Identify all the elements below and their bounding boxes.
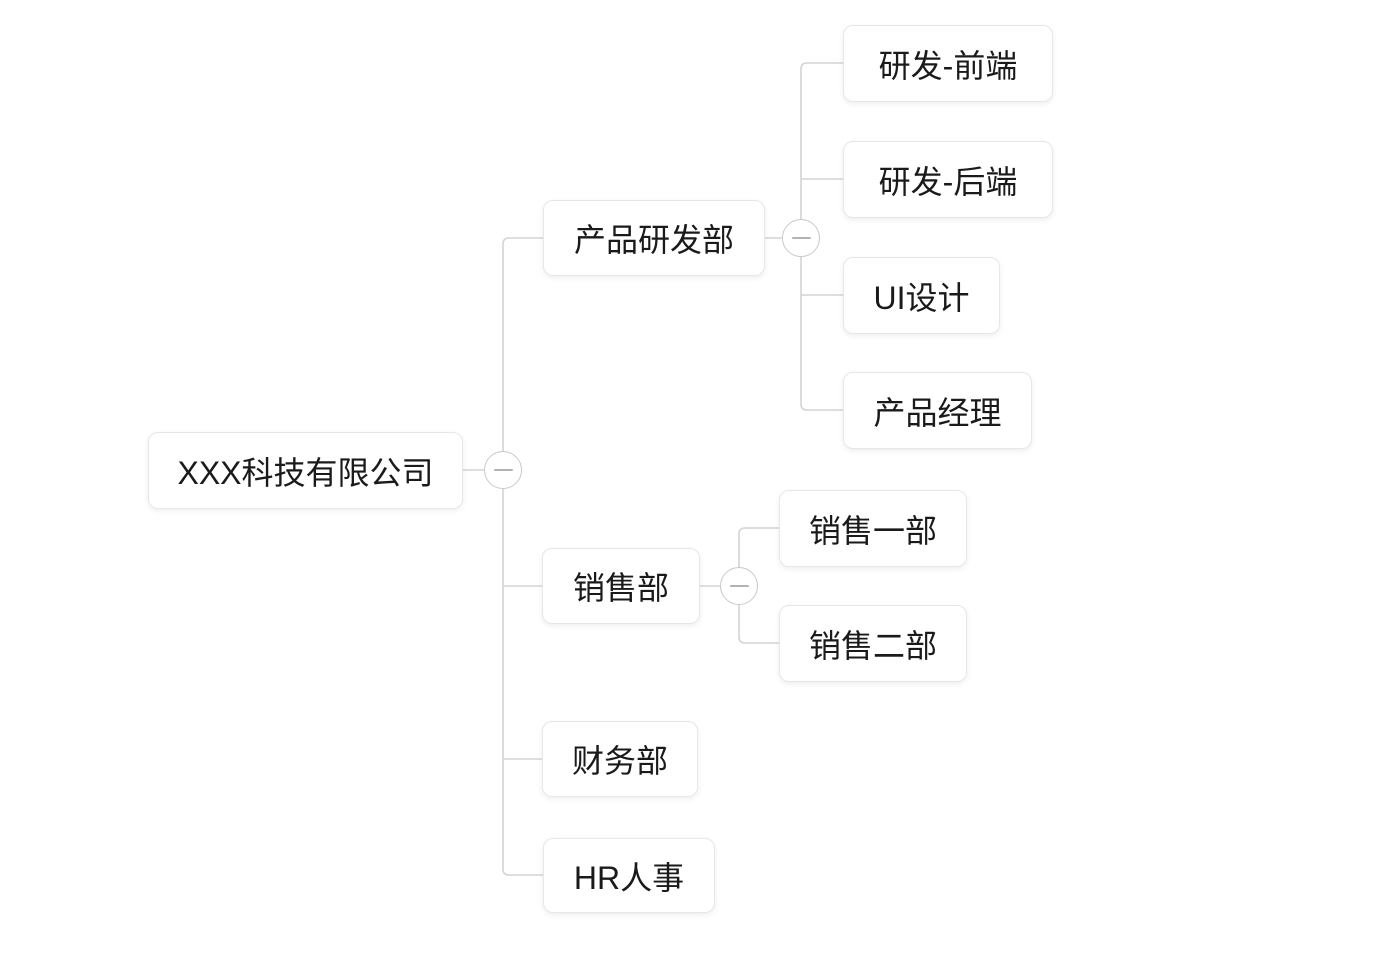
- node-ui-design[interactable]: UI设计: [843, 257, 1000, 334]
- node-label: 研发-后端: [878, 163, 1018, 200]
- node-hr-dept[interactable]: HR人事: [543, 838, 715, 913]
- node-label: 销售部: [572, 570, 669, 606]
- collapse-button-sales[interactable]: [720, 567, 758, 605]
- node-sales-team-2[interactable]: 销售二部: [779, 605, 967, 682]
- node-label: 产品研发部: [573, 222, 734, 258]
- node-sales-team-1[interactable]: 销售一部: [779, 490, 967, 567]
- node-rnd-frontend[interactable]: 研发-前端: [843, 25, 1053, 102]
- node-finance-dept[interactable]: 财务部: [542, 721, 698, 797]
- minus-icon: [493, 469, 513, 471]
- collapse-button-product-rnd[interactable]: [782, 219, 820, 257]
- collapse-button-root[interactable]: [484, 451, 522, 489]
- node-label: XXX科技有限公司: [177, 454, 434, 491]
- node-product-rnd-dept[interactable]: 产品研发部: [543, 200, 765, 276]
- node-label: 销售二部: [808, 627, 937, 664]
- connector-root-comb: [502, 237, 543, 876]
- node-label: HR人事: [573, 859, 685, 896]
- node-sales-dept[interactable]: 销售部: [542, 548, 700, 624]
- node-label: 研发-前端: [878, 47, 1018, 84]
- node-product-manager[interactable]: 产品经理: [843, 372, 1032, 449]
- minus-icon: [729, 585, 749, 587]
- node-label: 产品经理: [873, 394, 1002, 431]
- node-company-root[interactable]: XXX科技有限公司: [148, 432, 463, 509]
- minus-icon: [791, 237, 811, 239]
- node-rnd-backend[interactable]: 研发-后端: [843, 141, 1053, 218]
- node-label: 销售一部: [808, 512, 937, 549]
- node-label: UI设计: [873, 279, 970, 316]
- node-label: 财务部: [571, 743, 668, 779]
